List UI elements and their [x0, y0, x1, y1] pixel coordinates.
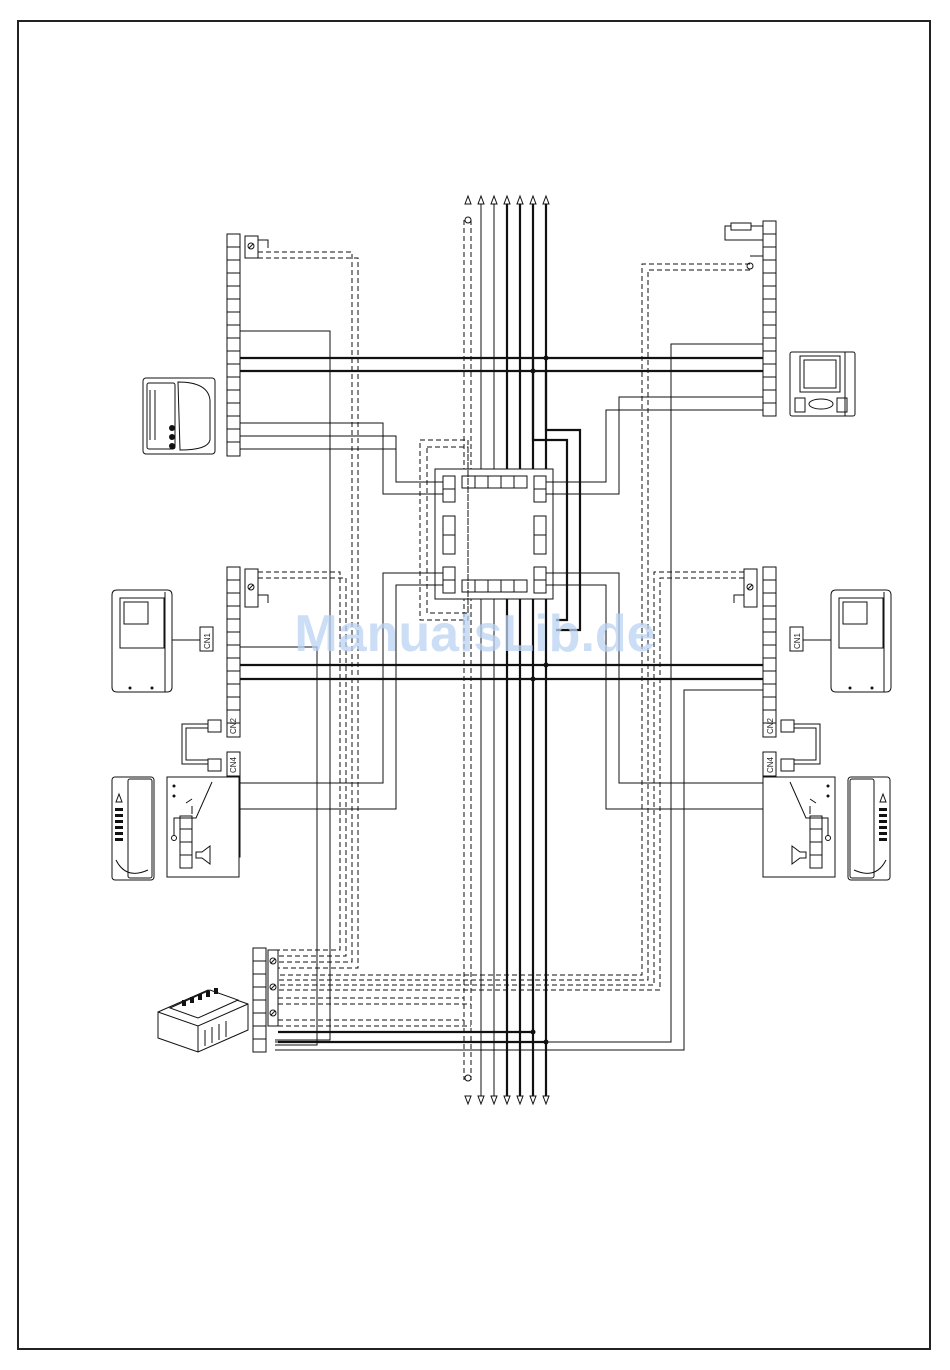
- terminal-strip-top-right: [725, 221, 776, 416]
- cn1-left-label: CN1: [203, 632, 212, 649]
- terminal-strip-mid-right: CN1 CN2: [734, 567, 803, 737]
- mid-right-monitor-icon: [803, 590, 891, 692]
- cn1-right-label: CN1: [793, 632, 802, 649]
- horizontal-bus-top: [240, 358, 763, 371]
- mid-left-monitor-icon: [112, 590, 200, 692]
- cn4-right-label: CN4: [766, 756, 775, 773]
- power-supply-terminal: [253, 948, 278, 1052]
- cn2-right-label: CN2: [766, 717, 775, 734]
- door-panel-left-terminal: CN4: [167, 752, 240, 877]
- cn2-left-label: CN2: [229, 717, 238, 734]
- door-panel-right-icon: [848, 777, 890, 880]
- terminal-strip-mid-left: CN1 CN2: [200, 567, 268, 737]
- door-panel-right-terminal: CN4: [763, 752, 835, 877]
- power-supply-icon: [158, 988, 248, 1052]
- cn4-left-label: CN4: [229, 756, 238, 773]
- audio-handset-icon: [143, 378, 215, 454]
- watermark-text: ManualsLib.de: [294, 605, 655, 663]
- cn2-left-jumper: [182, 720, 221, 771]
- door-panel-icon: [112, 777, 154, 880]
- cn2-right-jumper: [781, 720, 820, 771]
- horizontal-bus-middle: [240, 665, 763, 679]
- video-monitor-icon: [790, 352, 855, 416]
